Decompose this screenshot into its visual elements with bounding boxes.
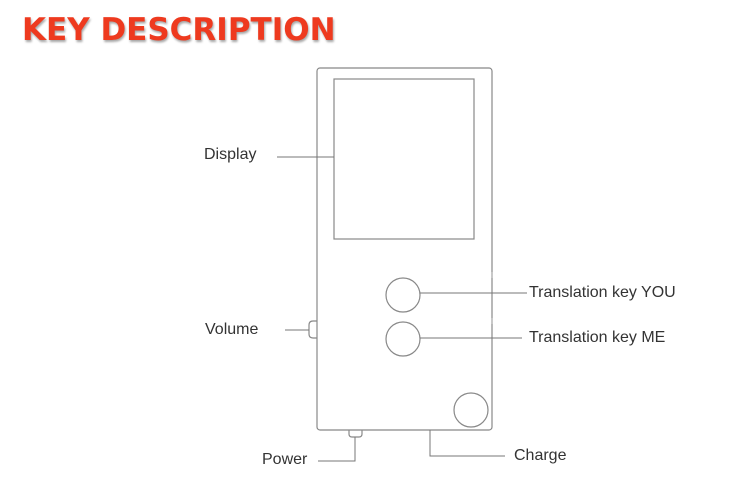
translation-key-you-button: [385, 277, 421, 313]
device-body: [316, 67, 493, 431]
power-leader-line: [318, 437, 356, 462]
volume-side-button: [308, 320, 317, 339]
page-title: KEY DESCRIPTION: [22, 12, 336, 48]
charge-label: Charge: [514, 447, 567, 464]
translation-key-you-label: Translation key YOU: [529, 284, 676, 301]
display-label: Display: [204, 146, 257, 163]
corner-round-button: [453, 392, 489, 428]
translation-key-me-label: Translation key ME: [529, 329, 666, 346]
volume-label: Volume: [205, 321, 259, 338]
device-display: [333, 78, 475, 240]
power-bottom-button: [348, 430, 363, 438]
translation-key-me-button: [385, 321, 421, 357]
power-label: Power: [262, 451, 308, 468]
charge-leader-line: [429, 430, 505, 457]
